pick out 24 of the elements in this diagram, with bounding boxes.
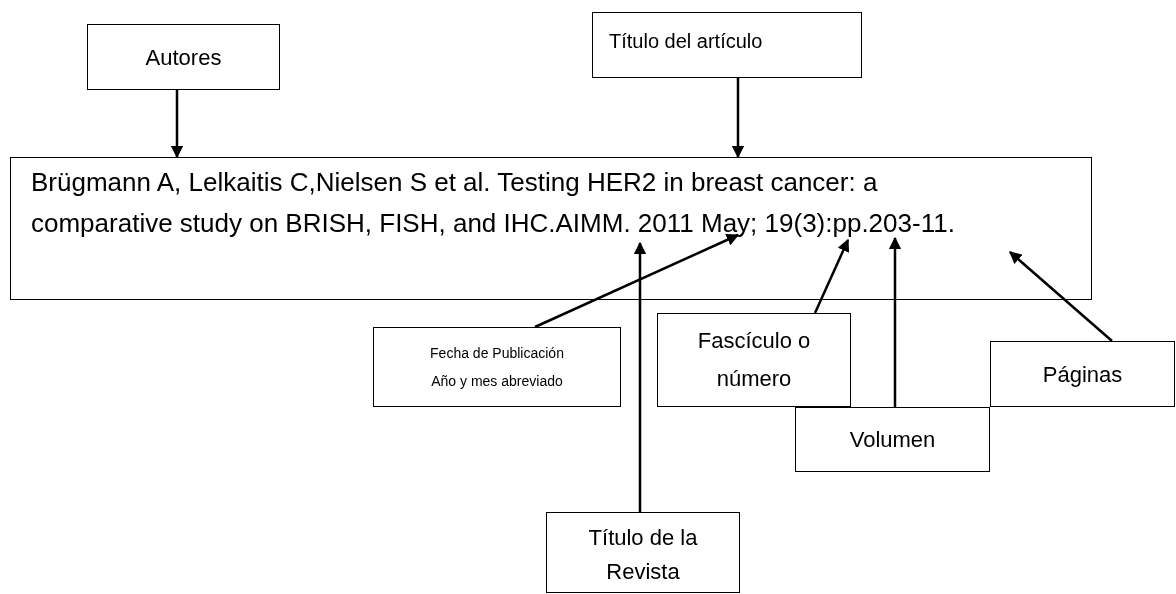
arrow xyxy=(534,233,740,329)
citation-box xyxy=(10,157,1092,300)
label-box xyxy=(795,407,990,472)
arrow xyxy=(170,90,184,159)
label-box xyxy=(87,24,280,90)
label-box xyxy=(546,512,740,593)
arrow xyxy=(1009,251,1113,342)
arrow xyxy=(731,78,745,159)
label-text: Título del artículo xyxy=(609,29,763,54)
citation-text: Brügmann A, Lelkaitis C,Nielsen S et al. Testing HER2 in breast cancer: a comparative study on BRISH, FISH, and IHC.AIMM. 2011 May; 19(3):pp.203-11. xyxy=(31,166,956,240)
label-box xyxy=(657,313,851,407)
label-box xyxy=(990,341,1175,407)
arrow xyxy=(813,238,850,314)
label-text: Volumen xyxy=(849,426,936,454)
label-text: Título de la Revista xyxy=(587,524,699,586)
label-box xyxy=(373,327,621,407)
label-box xyxy=(592,12,862,78)
label-text: Autores xyxy=(145,43,222,72)
arrow xyxy=(633,241,647,512)
label-text: Año y mes abreviado xyxy=(431,372,563,391)
arrow xyxy=(888,236,902,407)
label-text: Fecha de Publicación xyxy=(430,344,564,363)
label-text: Fascículo o número xyxy=(696,327,812,393)
label-text: Páginas xyxy=(1042,360,1123,389)
